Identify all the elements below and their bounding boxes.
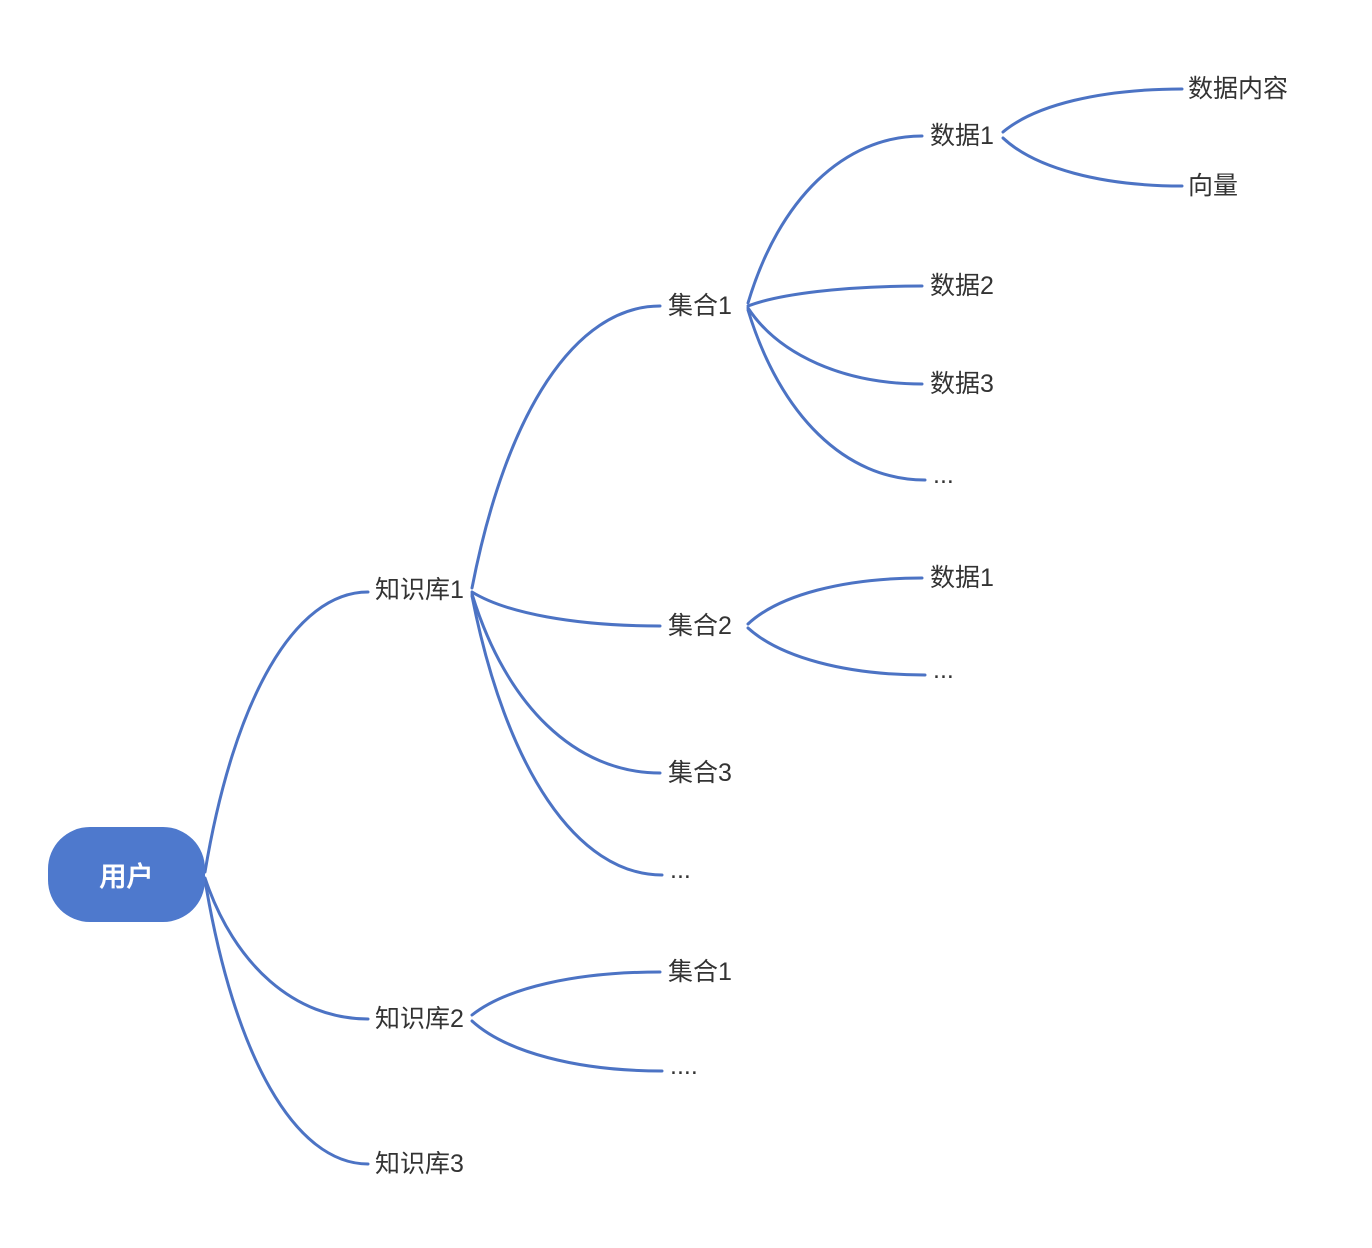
- edge-col2-more: [746, 626, 927, 677]
- edge-kb1-more: [470, 594, 664, 877]
- edge-kb2-col1: [470, 970, 662, 1017]
- edge-kb2-more: [470, 1019, 664, 1073]
- node-col2-ellipsis[interactable]: ...: [933, 656, 954, 684]
- node-data1-content[interactable]: 数据内容: [1188, 75, 1289, 103]
- node-kb2[interactable]: 知识库2: [375, 1005, 464, 1033]
- node-kb2-ellipsis[interactable]: ....: [670, 1052, 698, 1080]
- node-col1-data1[interactable]: 数据1: [930, 122, 994, 150]
- node-data1-vector[interactable]: 向量: [1188, 172, 1239, 200]
- edge-data1-content: [1001, 87, 1184, 134]
- node-kb1[interactable]: 知识库1: [375, 576, 464, 604]
- edge-col1-data1: [746, 134, 924, 305]
- edge-root-kb3: [203, 878, 370, 1166]
- node-col1-data3[interactable]: 数据3: [930, 370, 994, 398]
- node-kb2-collection1[interactable]: 集合1: [668, 958, 732, 986]
- node-col2-data1[interactable]: 数据1: [930, 564, 994, 592]
- node-root-user[interactable]: 用户: [48, 827, 205, 922]
- node-kb1-collection1[interactable]: 集合1: [668, 292, 732, 320]
- node-kb3[interactable]: 知识库3: [375, 1150, 464, 1178]
- edge-data1-vector: [1001, 136, 1184, 188]
- node-kb1-ellipsis[interactable]: ...: [670, 856, 691, 884]
- edge-col1-data2: [746, 284, 924, 308]
- edge-col1-more: [746, 308, 927, 482]
- edge-col1-data3: [746, 306, 924, 386]
- node-col1-ellipsis[interactable]: ...: [933, 461, 954, 489]
- edge-kb1-col2: [470, 590, 662, 628]
- node-kb1-collection2[interactable]: 集合2: [668, 612, 732, 640]
- edge-root-kb2: [203, 876, 370, 1021]
- edge-kb1-col3: [470, 592, 662, 775]
- edge-root-kb1: [203, 590, 370, 874]
- node-kb1-collection3[interactable]: 集合3: [668, 759, 732, 787]
- node-col1-data2[interactable]: 数据2: [930, 272, 994, 300]
- edge-kb1-col1: [470, 304, 662, 590]
- edge-col2-data1: [746, 576, 924, 626]
